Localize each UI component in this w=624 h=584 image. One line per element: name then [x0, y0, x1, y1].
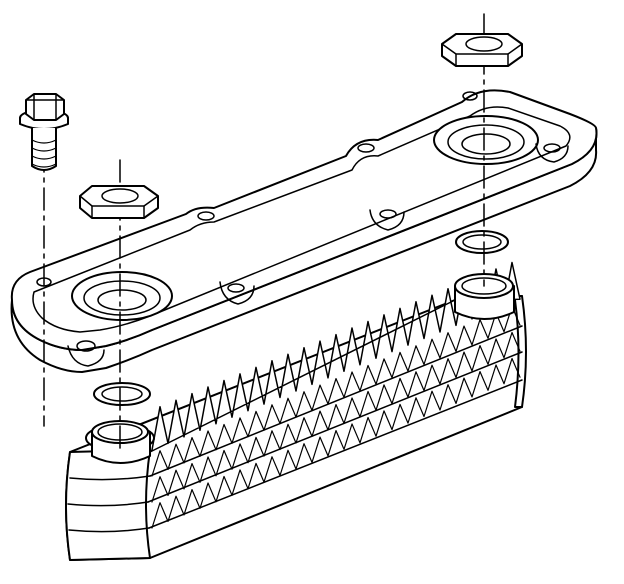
nut-left — [79, 185, 159, 219]
adapter-plate — [10, 89, 598, 373]
cooler-layer-lines-left — [67, 475, 151, 533]
cooler-layer-lines — [147, 325, 523, 529]
cooler-fin-row — [151, 331, 521, 503]
adapter-plate-rim — [32, 106, 571, 333]
o-ring-left — [93, 382, 151, 406]
cooler-fin-rows — [151, 305, 521, 529]
adapter-plate-bosses — [67, 143, 569, 367]
bolt — [19, 93, 69, 171]
o-ring-right — [455, 230, 509, 254]
nut-right — [441, 33, 523, 67]
cooler-fin-row — [151, 357, 521, 529]
